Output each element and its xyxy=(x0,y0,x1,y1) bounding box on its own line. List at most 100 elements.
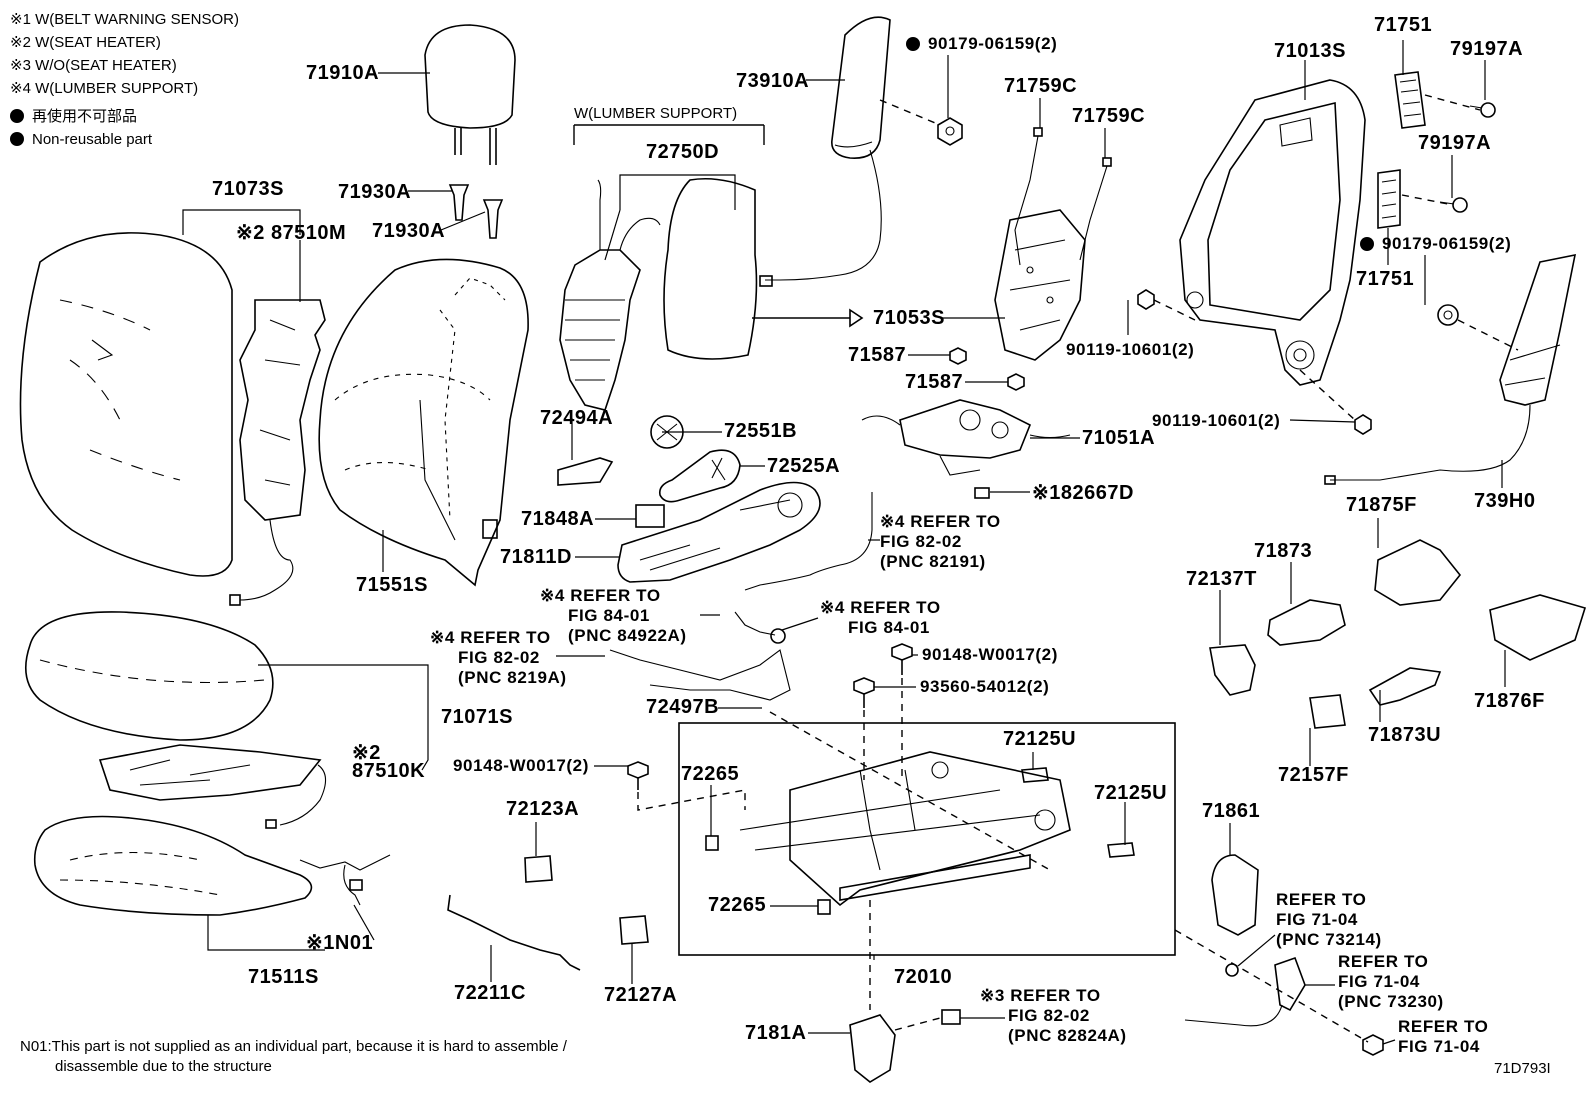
nut-71587-a-drawing xyxy=(949,347,967,365)
part-label-79197a-1: 79197A xyxy=(1450,38,1524,60)
side-airbag-739h0-drawing xyxy=(1324,253,1577,485)
recliner-7181a-drawing xyxy=(849,1014,896,1083)
headrest-guides-drawing xyxy=(448,184,504,239)
seat-cushion-cover-drawing xyxy=(24,611,274,741)
headrest-drawing xyxy=(424,24,516,165)
part-label-82667d: ※182667D xyxy=(1032,482,1134,504)
part-label-7181a: 7181A xyxy=(745,1022,807,1044)
part-label-72211c: 72211C xyxy=(454,982,526,1004)
part-label-72265-1: 72265 xyxy=(681,763,740,785)
cover-71873-drawing xyxy=(1267,599,1346,646)
bolt-90148-b-drawing xyxy=(627,761,746,811)
footnote-line-2: disassemble due to the structure xyxy=(55,1058,272,1075)
non-reusable-dot-icon xyxy=(10,132,24,146)
part-label-71875f: 71875F xyxy=(1346,494,1417,516)
part-label-71013s: 71013S xyxy=(1274,40,1346,62)
refer-to-82824a[interactable]: ※3 REFER TO FIG 82-02 (PNC 82824A) xyxy=(980,986,1127,1045)
part-label-71910a: 71910A xyxy=(306,62,380,84)
non-reusable-dot-icon xyxy=(906,37,920,51)
part-label-72137t: 72137T xyxy=(1186,568,1257,590)
part-label-71876f: 71876F xyxy=(1474,690,1545,712)
stopper-72125u-b-drawing xyxy=(1107,842,1135,858)
clip-71848a-drawing xyxy=(635,504,665,528)
legend-non-reusable-jp: 再使用不可部品 xyxy=(10,105,137,126)
harness-n01-drawing xyxy=(299,854,391,906)
part-label-90119-1: 90119-10601(2) xyxy=(1066,340,1195,359)
part-label-87510k: 87510K xyxy=(352,760,426,782)
part-label-71751-2: 71751 xyxy=(1356,268,1415,290)
part-label-72265-2: 72265 xyxy=(708,894,767,916)
frame-71053s-drawing xyxy=(994,127,1112,361)
legend-non-reusable-en: Non-reusable part xyxy=(10,131,152,148)
part-label-72551b: 72551B xyxy=(724,420,798,442)
seat-adjuster-72010-drawing xyxy=(739,751,1071,1010)
part-label-87510m: ※2 87510M xyxy=(236,222,347,244)
side-airbag-drawing xyxy=(759,16,891,287)
cushion-heater-drawing xyxy=(98,744,327,829)
part-label-72010: 72010 xyxy=(894,966,953,988)
cover-72157f-drawing xyxy=(1309,694,1346,729)
part-label-71073s: 71073S xyxy=(212,178,284,200)
refer-to-84922a[interactable]: ※4 REFER TO FIG 84-01 (PNC 84922A) xyxy=(540,586,687,645)
part-label-71759c-1: 71759C xyxy=(1004,75,1078,97)
lever-72525a-drawing xyxy=(658,449,741,503)
nut-71587-b-drawing xyxy=(1007,373,1025,391)
lumbar-support-drawing xyxy=(559,177,758,411)
seatback-pad-drawing xyxy=(318,258,529,587)
bolt-93560-drawing xyxy=(853,677,875,780)
part-label-71071s: 71071S xyxy=(441,706,513,728)
part-label-71587-1: 71587 xyxy=(848,344,907,366)
cover-71875f-drawing xyxy=(1374,539,1462,606)
stopper-72125u-a-drawing xyxy=(1021,767,1049,783)
part-label-72127a: 72127A xyxy=(604,984,678,1006)
part-label-71759c-2: 71759C xyxy=(1072,105,1146,127)
refer-to-73230[interactable]: REFER TO FIG 71-04 (PNC 73230) xyxy=(1338,952,1444,1011)
seatback-cover-drawing xyxy=(19,232,233,577)
part-label-71848a: 71848A xyxy=(521,508,595,530)
refer-to-84-01[interactable]: ※4 REFER TO FIG 84-01 xyxy=(820,598,941,637)
refer-to-82191[interactable]: ※4 REFER TO FIG 82-02 (PNC 82191) xyxy=(880,512,1001,571)
part-label-72494a: 72494A xyxy=(540,407,614,429)
part-label-90179-top: 90179-06159(2) xyxy=(906,34,1057,54)
nut-90179-right-drawing xyxy=(1437,304,1519,351)
seat-cushion-pad-drawing xyxy=(33,815,313,916)
part-label-71930a-1: 71930A xyxy=(338,181,412,203)
side-shield-71811d-drawing xyxy=(617,481,821,583)
refer-to-73214[interactable]: REFER TO FIG 71-04 (PNC 73214) xyxy=(1276,890,1382,949)
refer-to-8219a[interactable]: ※4 REFER TO FIG 82-02 (PNC 8219A) xyxy=(430,628,567,687)
part-label-71511s: 71511S xyxy=(248,966,319,988)
buckle-73230-drawing xyxy=(1274,956,1306,1012)
part-label-72123a: 72123A xyxy=(506,798,580,820)
bracket-72127a-drawing xyxy=(619,915,649,945)
part-label-71930a-2: 71930A xyxy=(372,220,446,242)
nut-90179-top-drawing xyxy=(879,99,963,146)
clip-72265-b-drawing xyxy=(817,899,831,915)
seatback-heater-drawing xyxy=(229,299,326,606)
part-label-71811d: 71811D xyxy=(500,546,572,568)
part-label-73910a: 73910A xyxy=(736,70,810,92)
part-label-93560: 93560-54012(2) xyxy=(920,677,1050,696)
part-label-739h0: 739H0 xyxy=(1474,490,1536,512)
bolt-73214-drawing xyxy=(1225,963,1239,977)
wire-72211c-drawing xyxy=(447,894,581,971)
bolt-90148-a-drawing xyxy=(891,643,913,780)
recliner-71051a-drawing xyxy=(861,399,1071,499)
part-label-71751-1: 71751 xyxy=(1374,14,1433,36)
drawing-code: 71D793I xyxy=(1494,1060,1551,1077)
part-label-87510k-note: ※2 xyxy=(352,742,381,764)
part-label-72525a: 72525A xyxy=(767,455,841,477)
clip-72265-a-drawing xyxy=(705,835,719,851)
cover-71876f-drawing xyxy=(1489,594,1587,661)
non-reusable-dot-icon xyxy=(10,109,24,123)
refer-to-71-04[interactable]: REFER TO FIG 71-04 xyxy=(1398,1017,1489,1056)
cover-71861-drawing xyxy=(1211,854,1259,936)
plates-71751-drawing xyxy=(1377,71,1496,229)
connector-82824a-drawing xyxy=(941,1009,961,1025)
part-label-n01: ※1N01 xyxy=(306,932,374,954)
non-reusable-dot-icon xyxy=(1360,237,1374,251)
harness-8219a-drawing xyxy=(609,649,791,701)
seatback-frame-71013s-drawing xyxy=(1179,79,1366,386)
part-label-90119-2: 90119-10601(2) xyxy=(1152,411,1281,430)
